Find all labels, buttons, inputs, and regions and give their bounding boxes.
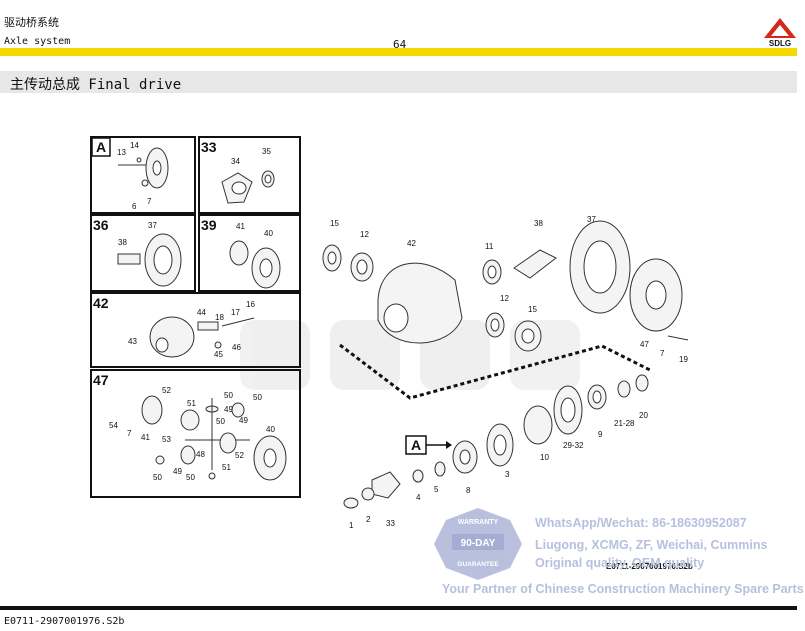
inset-label-36: 36 — [93, 217, 109, 233]
part-label: 52 — [235, 451, 244, 460]
part-label: 15 — [330, 219, 339, 228]
part-label: 16 — [246, 300, 255, 309]
part-label: 33 — [386, 519, 395, 528]
part-label: 17 — [231, 308, 240, 317]
badge-bottom: GUARANTEE — [457, 561, 499, 568]
part-label: 49 — [173, 467, 182, 476]
watermark-tagline: Your Partner of Chinese Construction Mac… — [442, 582, 804, 596]
part-label: 50 — [186, 473, 195, 482]
exploded-parts-diagram: A 33 36 39 42 47 14 13 6 7 34 35 37 38 — [90, 136, 700, 580]
part-label: 41 — [141, 433, 150, 442]
part-label: 44 — [197, 308, 206, 317]
pinion-shaft — [117, 253, 141, 265]
part-label: 51 — [222, 463, 231, 472]
part-label: 1 — [349, 521, 354, 530]
part-label: 46 — [232, 343, 241, 352]
part-label: 6 — [132, 202, 137, 211]
sdlg-logo: SDLG — [764, 18, 796, 48]
background-watermark — [240, 320, 580, 390]
part-label: 41 — [236, 222, 245, 231]
part-label: 37 — [148, 221, 157, 230]
part-label: 5 — [434, 485, 439, 494]
part-label: 8 — [466, 486, 471, 495]
part-label: 40 — [266, 425, 275, 434]
part-label: 7 — [660, 349, 665, 358]
carrier-housing — [149, 316, 195, 358]
dashed-connector — [339, 343, 651, 400]
part-label: 54 — [109, 421, 118, 430]
inset-label-47: 47 — [93, 372, 109, 388]
part-label: 20 — [639, 411, 648, 420]
page-number: 64 — [393, 38, 407, 51]
part-label: 47 — [640, 340, 649, 349]
part-label: 35 — [262, 147, 271, 156]
warranty-badge: WARRANTY 90-DAY GUARANTEE — [434, 508, 522, 580]
header-accent-bar — [0, 48, 797, 56]
inset-label-33: 33 — [201, 139, 217, 155]
bracket — [197, 321, 219, 331]
diff-half-case — [141, 395, 163, 425]
inset-label-42: 42 — [93, 295, 109, 311]
part-label: 34 — [231, 157, 240, 166]
part-label: 13 — [117, 148, 126, 157]
part-label: 7 — [147, 197, 152, 206]
part-label: 19 — [679, 355, 688, 364]
flange-10 — [523, 405, 553, 445]
footer-code: E0711-2907001976.S2b — [4, 616, 125, 627]
part-label: 50 — [224, 391, 233, 400]
header-title-cn: 驱动桥系统 — [4, 16, 59, 29]
part-label: 50 — [153, 473, 162, 482]
part-label: 21-28 — [614, 419, 635, 428]
differential-case — [229, 240, 249, 266]
part-label: 53 — [162, 435, 171, 444]
watermark-contact: WhatsApp/Wechat: 86-18630952087 — [535, 516, 747, 530]
watermark-quality: Original quality, OEM quality — [535, 556, 705, 570]
figure-code: E0711-2907001976.S2b — [606, 562, 693, 571]
inset-label-39: 39 — [201, 217, 217, 233]
part-label: 12 — [500, 294, 509, 303]
part-label: 7 — [127, 429, 132, 438]
part-label: 3 — [505, 470, 510, 479]
part-label: 38 — [118, 238, 127, 247]
part-label: 49 — [224, 405, 233, 414]
part-label: 9 — [598, 430, 603, 439]
part-label: 42 — [407, 239, 416, 248]
part-label: 11 — [485, 242, 494, 251]
part-label: 12 — [360, 230, 369, 239]
part-label: 51 — [187, 399, 196, 408]
part-label: 50 — [216, 417, 225, 426]
part-label: 2 — [366, 515, 371, 524]
part-label: 45 — [214, 350, 223, 359]
pinion-38 — [513, 249, 557, 279]
badge-mid: 90-DAY — [461, 538, 496, 549]
part-label: 43 — [128, 337, 137, 346]
part-label: 50 — [253, 393, 262, 402]
footer-bar — [0, 606, 797, 610]
badge-top: WARRANTY — [458, 519, 499, 526]
part-label: 18 — [215, 313, 224, 322]
part-label: 49 — [239, 416, 248, 425]
callout-a: A — [411, 437, 421, 453]
logo-text: SDLG — [769, 39, 791, 48]
section-title: 主传动总成 Final drive — [10, 77, 182, 93]
part-label: 14 — [130, 141, 139, 150]
part-label: 40 — [264, 229, 273, 238]
part-label: 15 — [528, 305, 537, 314]
part-label: 10 — [540, 453, 549, 462]
section-bar — [0, 71, 797, 93]
part-label: 29-32 — [563, 441, 584, 450]
watermark-brands: Liugong, XCMG, ZF, Weichai, Cummins — [535, 538, 768, 552]
part-label: 52 — [162, 386, 171, 395]
header-title-en: Axle system — [4, 36, 71, 47]
part-label: 38 — [534, 219, 543, 228]
part-label: 4 — [416, 493, 421, 502]
inset-label-a: A — [96, 139, 106, 155]
seal-33 — [371, 471, 401, 499]
part-label: 48 — [196, 450, 205, 459]
part-label: 37 — [587, 215, 596, 224]
